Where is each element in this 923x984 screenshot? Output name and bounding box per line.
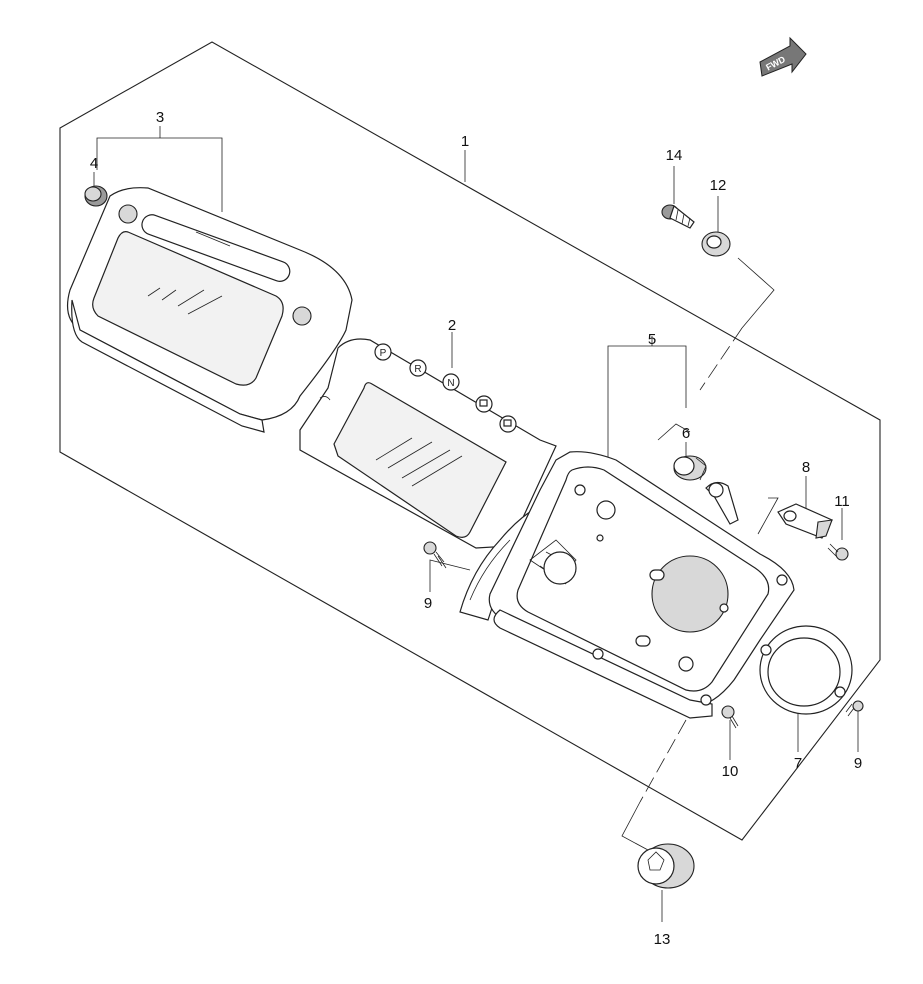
callout-4: 4 bbox=[90, 155, 98, 172]
callouts: 1 2 3 4 5 6 7 8 9 9 10 11 12 13 14 bbox=[90, 109, 862, 948]
callout-13: 13 bbox=[654, 931, 671, 948]
screw-9a bbox=[423, 541, 447, 569]
indicator-r: R bbox=[414, 364, 421, 375]
indicator-row: P R N bbox=[374, 343, 517, 433]
callout-2: 2 bbox=[448, 317, 456, 334]
indicator-p: P bbox=[380, 348, 387, 359]
callout-14: 14 bbox=[666, 147, 683, 164]
callout-9-left: 9 bbox=[424, 595, 432, 612]
callout-8: 8 bbox=[802, 459, 810, 476]
callout-5: 5 bbox=[648, 331, 656, 348]
screw-11 bbox=[827, 543, 849, 561]
bezel-ring bbox=[759, 625, 853, 715]
fwd-arrow-icon: FWD bbox=[759, 36, 807, 77]
callout-11: 11 bbox=[834, 493, 850, 510]
cushion-12 bbox=[701, 231, 731, 257]
cap-4 bbox=[84, 185, 108, 207]
callout-6: 6 bbox=[682, 425, 690, 442]
cushion-8 bbox=[777, 503, 833, 539]
callout-7: 7 bbox=[794, 755, 802, 772]
screw-14 bbox=[661, 204, 695, 229]
callout-1: 1 bbox=[461, 133, 469, 150]
callout-3: 3 bbox=[156, 109, 164, 126]
leader-lines bbox=[93, 126, 859, 922]
indicator-n: N bbox=[447, 378, 454, 389]
assembly-boundary bbox=[59, 41, 881, 841]
callout-9-right: 9 bbox=[854, 755, 862, 772]
display-cover bbox=[67, 187, 353, 433]
callout-10: 10 bbox=[722, 763, 739, 780]
grommet-6 bbox=[673, 455, 707, 481]
instrument-housing bbox=[488, 451, 795, 719]
bulb-socket-13 bbox=[637, 843, 695, 889]
lcd-panel: P R N bbox=[299, 338, 557, 549]
callout-12: 12 bbox=[710, 177, 727, 194]
screw-10 bbox=[721, 705, 739, 729]
screw-9b bbox=[845, 700, 864, 717]
